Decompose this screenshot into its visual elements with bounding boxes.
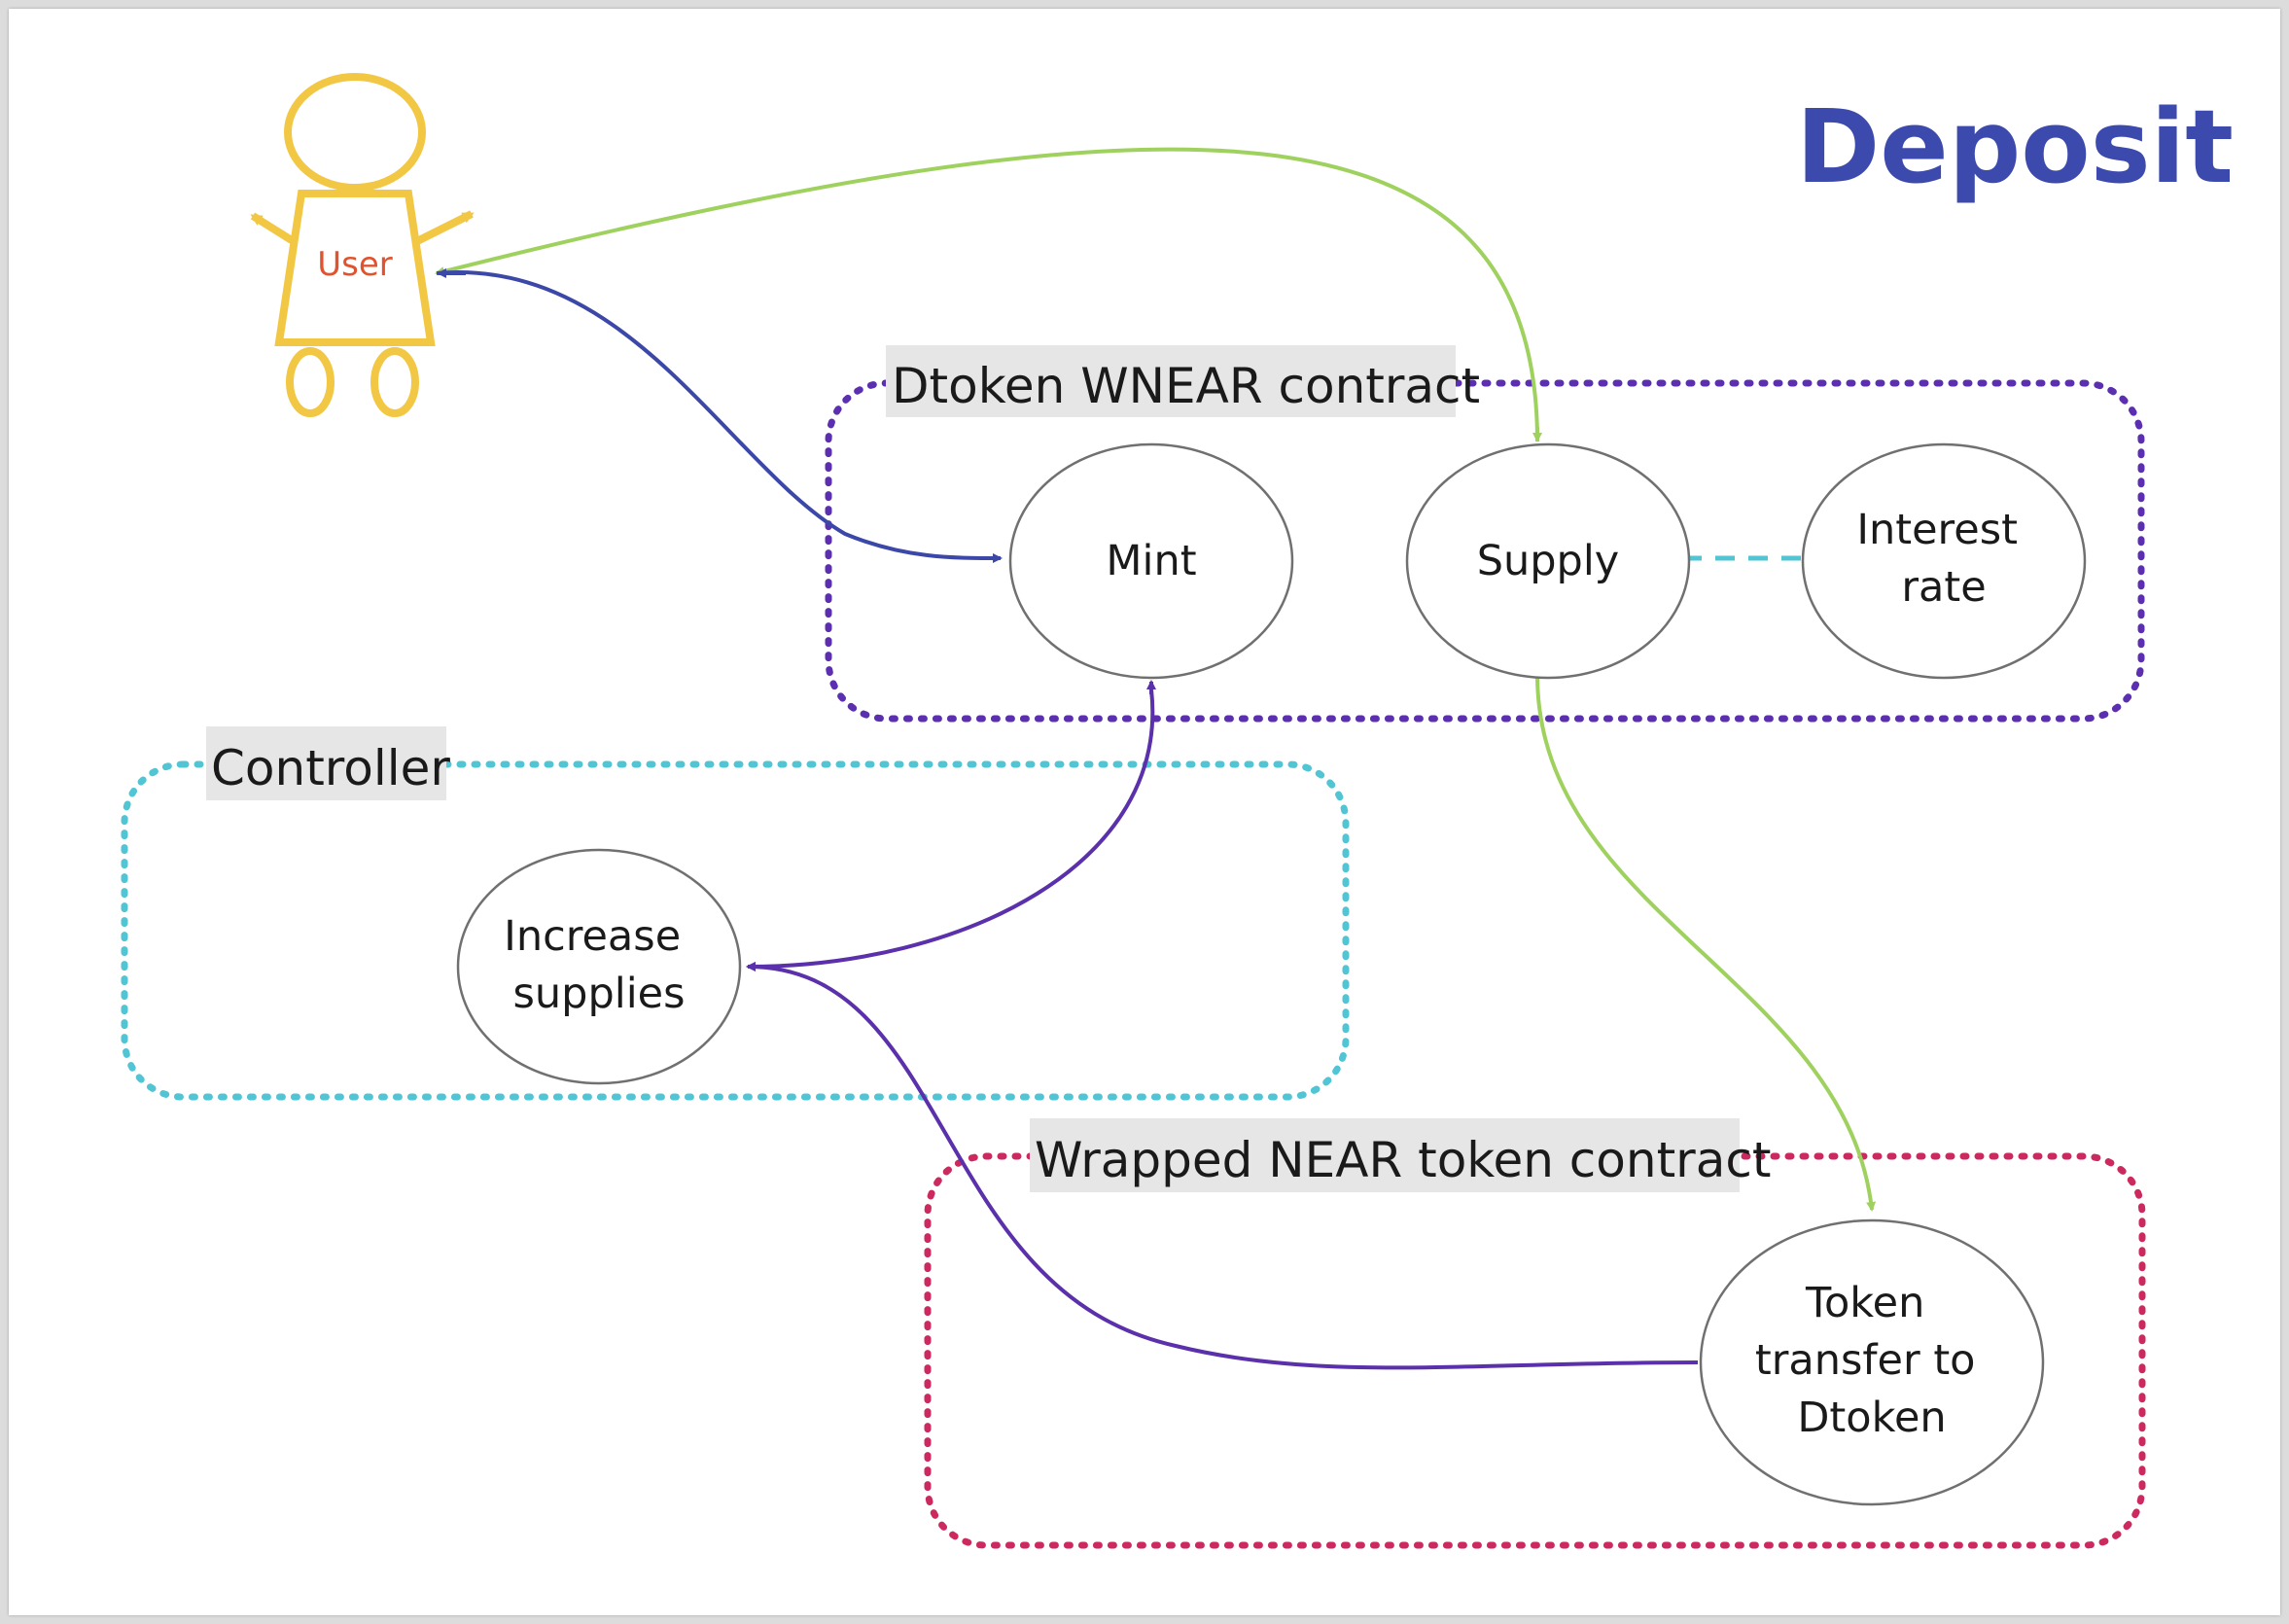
connector-mint-increase [746,688,1155,971]
dtoken-group-border [825,379,2145,723]
connector-transfer-increase [746,962,1699,1370]
user-arm-left [250,212,298,246]
node-mint [1008,442,1294,680]
node-token-transfer-line-3: Dtoken [1797,1394,1946,1442]
user-foot-left [286,347,335,417]
node-mint-label: Mint [1106,537,1196,585]
node-increase-supplies-line-2: supplies [513,970,686,1018]
user-body [274,190,436,346]
node-increase-supplies-line-1: Increase [504,912,681,961]
node-supply [1405,442,1691,680]
node-mint-line-1: Mint [1106,537,1196,585]
node-token-transfer-label: Token transfer to Dtoken [1755,1279,1989,1442]
dtoken-group-label: Dtoken WNEAR contract [892,358,1480,414]
user-arm-right [413,210,475,246]
node-supply-line-1: Supply [1477,537,1620,585]
user-foot-right [370,347,419,417]
dtoken-group-label-bg [886,345,1456,417]
controller-group-border [121,760,1350,1101]
controller-group-label-bg [206,726,446,800]
node-token-transfer-line-1: Token [1805,1279,1924,1327]
node-interest-rate-line-2: rate [1901,563,1986,612]
node-increase-supplies-label: Increase supplies [504,912,694,1018]
node-supply-label: Supply [1477,537,1620,585]
user-label: User [317,245,393,284]
node-increase-supplies [456,848,742,1085]
node-interest-rate [1801,442,2087,680]
node-token-transfer-line-2: transfer to [1755,1336,1976,1385]
wrapped-group-label-bg [1030,1118,1740,1192]
user-head [284,73,426,192]
wrapped-group-border [924,1152,2146,1549]
diagram-title: Deposit [1796,88,2234,206]
diagram-page: Deposit User Dtoken WNEAR contract Contr… [9,9,2280,1615]
node-interest-rate-label: Interest rate [1856,506,2030,612]
controller-group-label: Controller [211,740,450,796]
diagram-canvas: Deposit User Dtoken WNEAR contract Contr… [121,73,2234,1549]
node-interest-rate-line-1: Interest [1856,506,2018,554]
node-token-transfer [1699,1218,2045,1506]
connector-supply-transfer [1535,674,1877,1212]
user-figure [250,73,475,417]
wrapped-group-label: Wrapped NEAR token contract [1035,1132,1771,1188]
connector-user-mint [436,270,1003,563]
connector-supply-user [435,147,1539,442]
